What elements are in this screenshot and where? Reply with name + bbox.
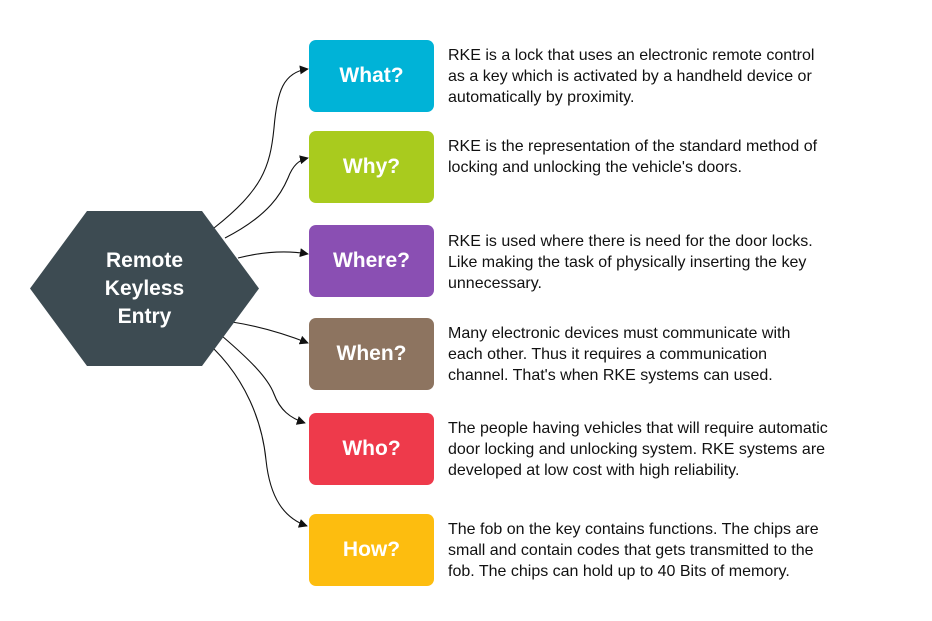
connector-arrow-what	[213, 65, 309, 229]
question-label-what: What?	[339, 64, 404, 87]
question-label-when: When?	[336, 342, 407, 365]
question-box-who: Who?	[309, 413, 434, 485]
description-when: Many electronic devices must communicate…	[448, 325, 791, 384]
hexagon-shape	[30, 211, 259, 366]
connector-arrow-where	[237, 248, 309, 259]
question-label-who: Who?	[342, 437, 401, 460]
connector-arrow-who	[221, 335, 306, 425]
question-box-how: How?	[309, 514, 434, 586]
hub-title: Remote Keyless Entry	[104, 248, 185, 328]
description-how: The fob on the key contains functions. T…	[448, 521, 819, 580]
description-where: RKE is used where there is need for the …	[448, 233, 813, 292]
question-box-what: What?	[309, 40, 434, 112]
question-box-when: When?	[309, 318, 434, 390]
hub-hexagon: Remote Keyless Entry	[30, 211, 259, 366]
question-box-why: Why?	[309, 131, 434, 203]
description-who: The people having vehicles that will req…	[448, 420, 828, 479]
question-label-how: How?	[342, 538, 401, 561]
connector-arrow-how	[213, 348, 308, 528]
connector-arrow-why	[224, 155, 309, 239]
question-box-where: Where?	[309, 225, 434, 297]
description-why: RKE is the representation of the standar…	[448, 138, 818, 176]
question-label-why: Why?	[342, 155, 401, 178]
description-what: RKE is a lock that uses an electronic re…	[448, 47, 815, 106]
question-label-where: Where?	[332, 249, 410, 272]
connector-arrow-when	[231, 321, 309, 345]
